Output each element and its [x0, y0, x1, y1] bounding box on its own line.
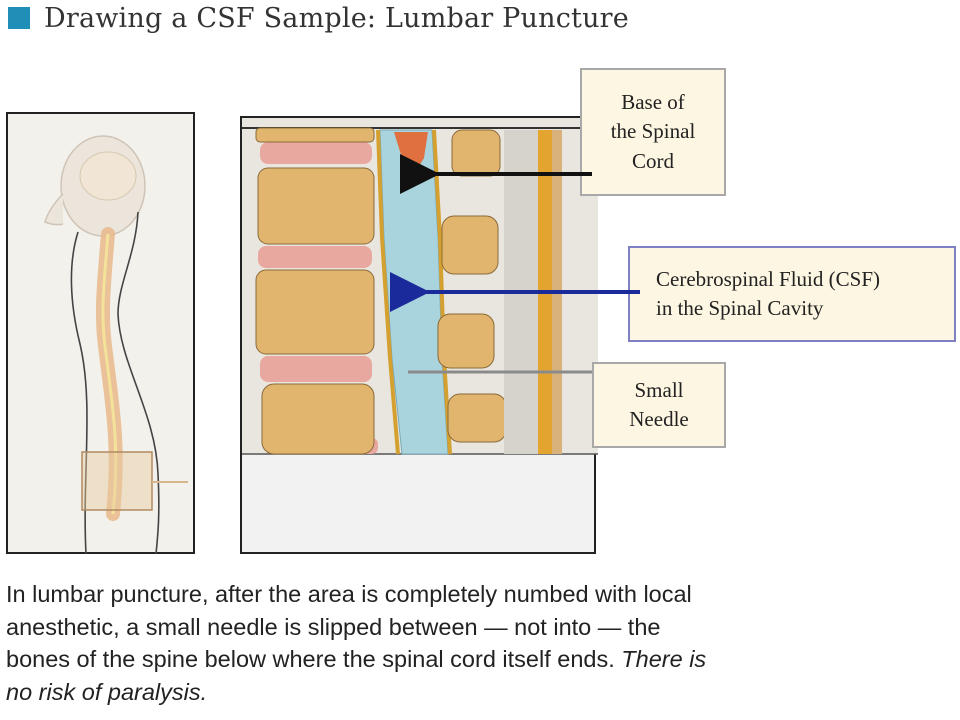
callout-csf: Cerebrospinal Fluid (CSF) in the Spinal … — [628, 246, 956, 342]
callout-csf-label: Cerebrospinal Fluid (CSF) in the Spinal … — [656, 266, 880, 320]
spine-cross-section-illustration — [242, 118, 598, 455]
callout-small-needle: Small Needle — [592, 362, 726, 448]
title-bullet-square — [8, 7, 30, 29]
callout-needle-label: Small Needle — [629, 377, 689, 431]
spine-cross-section-panel — [240, 116, 598, 554]
body-silhouette-panel — [6, 112, 195, 555]
figure-caption: In lumbar puncture, after the area is co… — [6, 578, 726, 708]
caption-italic-text: There is no risk of paralysis. — [6, 646, 707, 705]
body-silhouette-illustration — [44, 135, 188, 555]
title-text: Drawing a CSF Sample: Lumbar Puncture — [44, 2, 629, 34]
figure-title: Drawing a CSF Sample: Lumbar Puncture — [8, 0, 629, 36]
callout-base-of-spinal-cord: Base of the Spinal Cord — [580, 68, 726, 196]
callout-base-label: Base of the Spinal Cord — [610, 89, 696, 173]
caption-text: In lumbar puncture, after the area is co… — [6, 581, 692, 672]
